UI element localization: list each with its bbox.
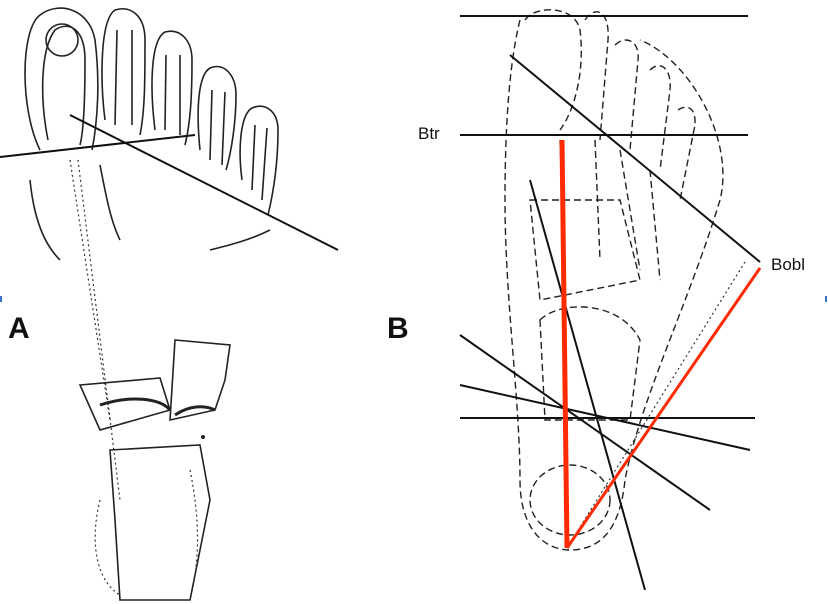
edge-marker-left xyxy=(0,296,2,302)
panel-a-forefoot-drawing xyxy=(0,7,339,501)
panel-label-a: A xyxy=(8,312,30,345)
btr-label: Btr xyxy=(418,124,440,143)
panel-b-reference-lines xyxy=(459,15,761,591)
panel-label-b: B xyxy=(387,312,409,345)
edge-marker-right xyxy=(825,296,827,302)
measurement-lines xyxy=(559,139,762,549)
transverse-axis-line xyxy=(559,139,570,549)
bobl-label: Bobl xyxy=(771,255,806,274)
panel-b-foot-drawing xyxy=(504,9,724,551)
oblique-axis-line xyxy=(565,267,762,549)
panel-a-hindfoot-drawing xyxy=(78,339,231,601)
